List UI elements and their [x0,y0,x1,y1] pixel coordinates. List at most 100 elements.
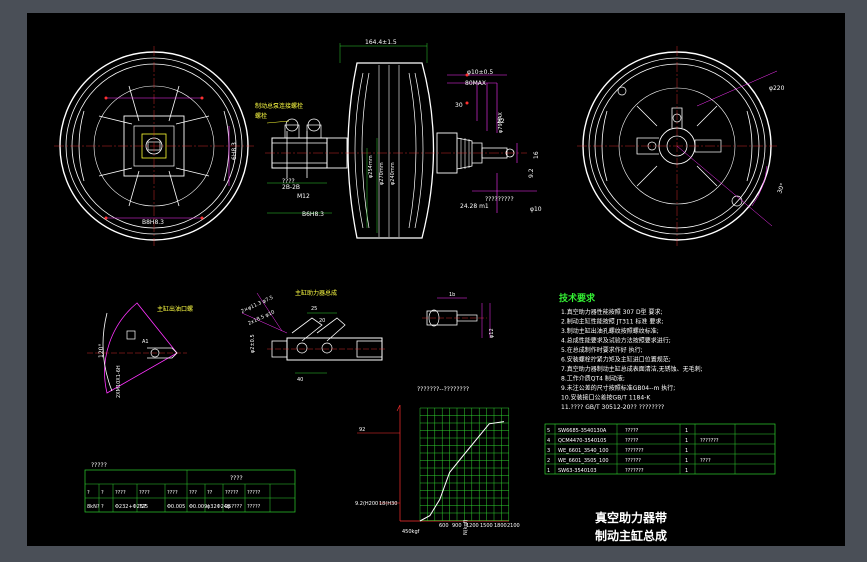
side-view: 164.4±1.5 φ254mm φ270mm φ240mm φ10±0.5 8… [255,39,542,239]
bom-cell: 1 [685,448,688,454]
param-value-cell: 8kN? [87,504,100,510]
param-value-cell: Φ232+Φ257 [115,504,146,510]
max-80: 80MAX [465,80,486,87]
detail1-title: 主缸出油口螺 [157,305,193,313]
dim-right: 6H8.3 [231,142,238,160]
bom-cell: ??????? [625,448,644,454]
graph-x-tick: 1200 [466,523,479,529]
graph-curve [419,421,505,522]
bom-cell: SW63-3540103 [558,468,597,474]
tech-line: 8.工作介质QT4 制动液; [561,375,625,383]
graph-x-tick: 2100 [507,523,520,529]
bom-cell: ???? [700,458,711,464]
param-value-cell: Φ0.005 [167,504,185,510]
graph-grid [419,407,510,521]
bom-cell: 3 [547,448,550,454]
detail1-thread: 2XM10X1-6H [116,365,122,398]
bom-cell: WE_6601_3505_100 [558,458,609,464]
bom-table: 5 SW6685-3540130A????? 1 4 QCM4470-3540105??… [544,423,776,475]
dia-10: φ10±0.5 [467,69,493,76]
bom-cell: 2 [547,458,550,464]
label-cn2: 螺栓 [255,112,267,120]
param-header-cell: ?? [207,490,213,496]
title-line-1: 真空助力器带 [595,510,667,525]
svg-text:φ240mm: φ240mm [390,162,396,185]
tech-line: 7.真空助力器制动主缸总成表面清洁,无锈蚀、无毛刺; [561,365,703,373]
bom-cell: 4 [547,438,550,444]
tech-line: 9.未注公差的尺寸按照标准GB04--m 执行; [561,384,675,392]
title-line-2: 制动主缸总成 [595,528,667,543]
detail2-dim-d: 25 [311,306,317,312]
bom-cell: 1 [685,468,688,474]
param-header-cell: ????? [247,490,261,496]
tech-line: 5.在总成制作时要求作好 执行; [561,346,643,354]
graph-y1: 9.2(H200 [355,501,378,507]
detail3-dim-b: φ12 [489,328,495,338]
tech-line: 2.制动主缸性能按照 JT311 标准 要求; [561,318,663,326]
param-header-cell: ? [87,490,90,496]
thread: 24.28 m1 [460,203,489,210]
tech-line: 4.总成性能要求及试验方法按照要求进行; [561,337,671,345]
detail2-dim-f: 20 [319,318,325,324]
drawing-frame: B8H8.3 6H8.3 164.4±1.5 φ254mm φ270mm [27,13,845,546]
param-header-cell: ? [101,490,104,496]
bom-cell: QCM4470-3540105 [558,438,607,444]
detail2-dim-c: φ2±0.5 [250,334,256,353]
bom-cell: ??????? [700,438,719,444]
dim-16: 16 [533,151,540,159]
bom-cell: ??????? [625,468,644,474]
tech-line: 6.安装螺栓拧紧力矩及主缸进口位置规范; [561,356,671,364]
overall-length: 164.4±1.5 [365,39,397,46]
param-value-cell: ?25 [139,504,148,510]
detail-3: 1b φ12 [422,292,495,338]
bom-cell: WE_6601_3540_100 [558,448,609,454]
graph-y3: 92 [359,427,365,433]
param-value-cell: ????? [247,504,261,510]
graph-x-ticks: 600 900 1200 1500 1800 2100 [439,523,520,529]
bom-cell: 1 [685,438,688,444]
bom-cell: SW6685-3540130A [558,428,607,434]
graph-x-tick: 1800 [494,523,507,529]
graph-x-tick: 600 [439,523,449,529]
bom-cell: ????? [625,438,639,444]
dia-79: φ79MAX [498,112,504,133]
detail2-dim-e: 40 [297,377,303,383]
param-title: ????? [91,462,107,469]
param-header-cell: ???? [115,490,126,496]
bom-cell: ?????? [625,458,641,464]
performance-graph: ???????--???????? 9.2(H200 18(H30 92 600… [355,386,520,535]
graph-x-tick: 900 [452,523,462,529]
bom-cell: ????? [625,428,639,434]
dim-22: 22 [497,118,505,125]
svg-text:φ270mm: φ270mm [379,162,385,185]
detail2-dim-b: 2x18.5 φ10 [247,309,275,326]
param-header-cell: ??? [189,490,197,496]
tech-line: 1.真空助力器性能按照 307 D型 要求; [561,308,663,316]
graph-x-min: 450kgf [402,529,420,535]
detail2-title: 主缸助力器总成 [295,289,337,297]
svg-text:φ254mm: φ254mm [368,155,374,178]
cad-drawing: B8H8.3 6H8.3 164.4±1.5 φ254mm φ270mm [54,39,787,543]
tech-line: 10.安装接口公差按GB/T 1184-K [561,394,651,402]
param-header-cell: ???? [167,490,178,496]
tech-line: 3.制动主缸出油孔螺纹按照螺纹标准; [561,327,659,335]
angle-30: 30° [776,182,786,194]
qmarks-1: ???? [282,178,295,185]
len-a: 2B-2B [282,184,300,191]
bom-cell: 1 [685,458,688,464]
tech-heading: 技术要求 [559,292,596,304]
front-view: B8H8.3 6H8.3 [54,46,254,246]
graph-title: ???????--???????? [417,386,469,393]
bom-cell: 5 [547,428,550,434]
dia-10b: φ10 [530,206,542,213]
bom-cell: 1 [685,428,688,434]
param-header-cell: ????? [225,490,239,496]
dim-92: 9.2 [528,168,535,178]
detail1-angle: 120° [98,344,105,358]
param-value-cell: ϕ32Φ24ϕ [207,504,231,510]
tech-line: 11.???? GB/T 30512-20?? ???????? [561,404,664,411]
bom-cell: 1 [547,468,550,474]
right-view: φ220 30° [577,46,787,246]
detail3-dim-a: 1b [449,292,455,298]
len-b: B6H8.3 [302,211,324,218]
